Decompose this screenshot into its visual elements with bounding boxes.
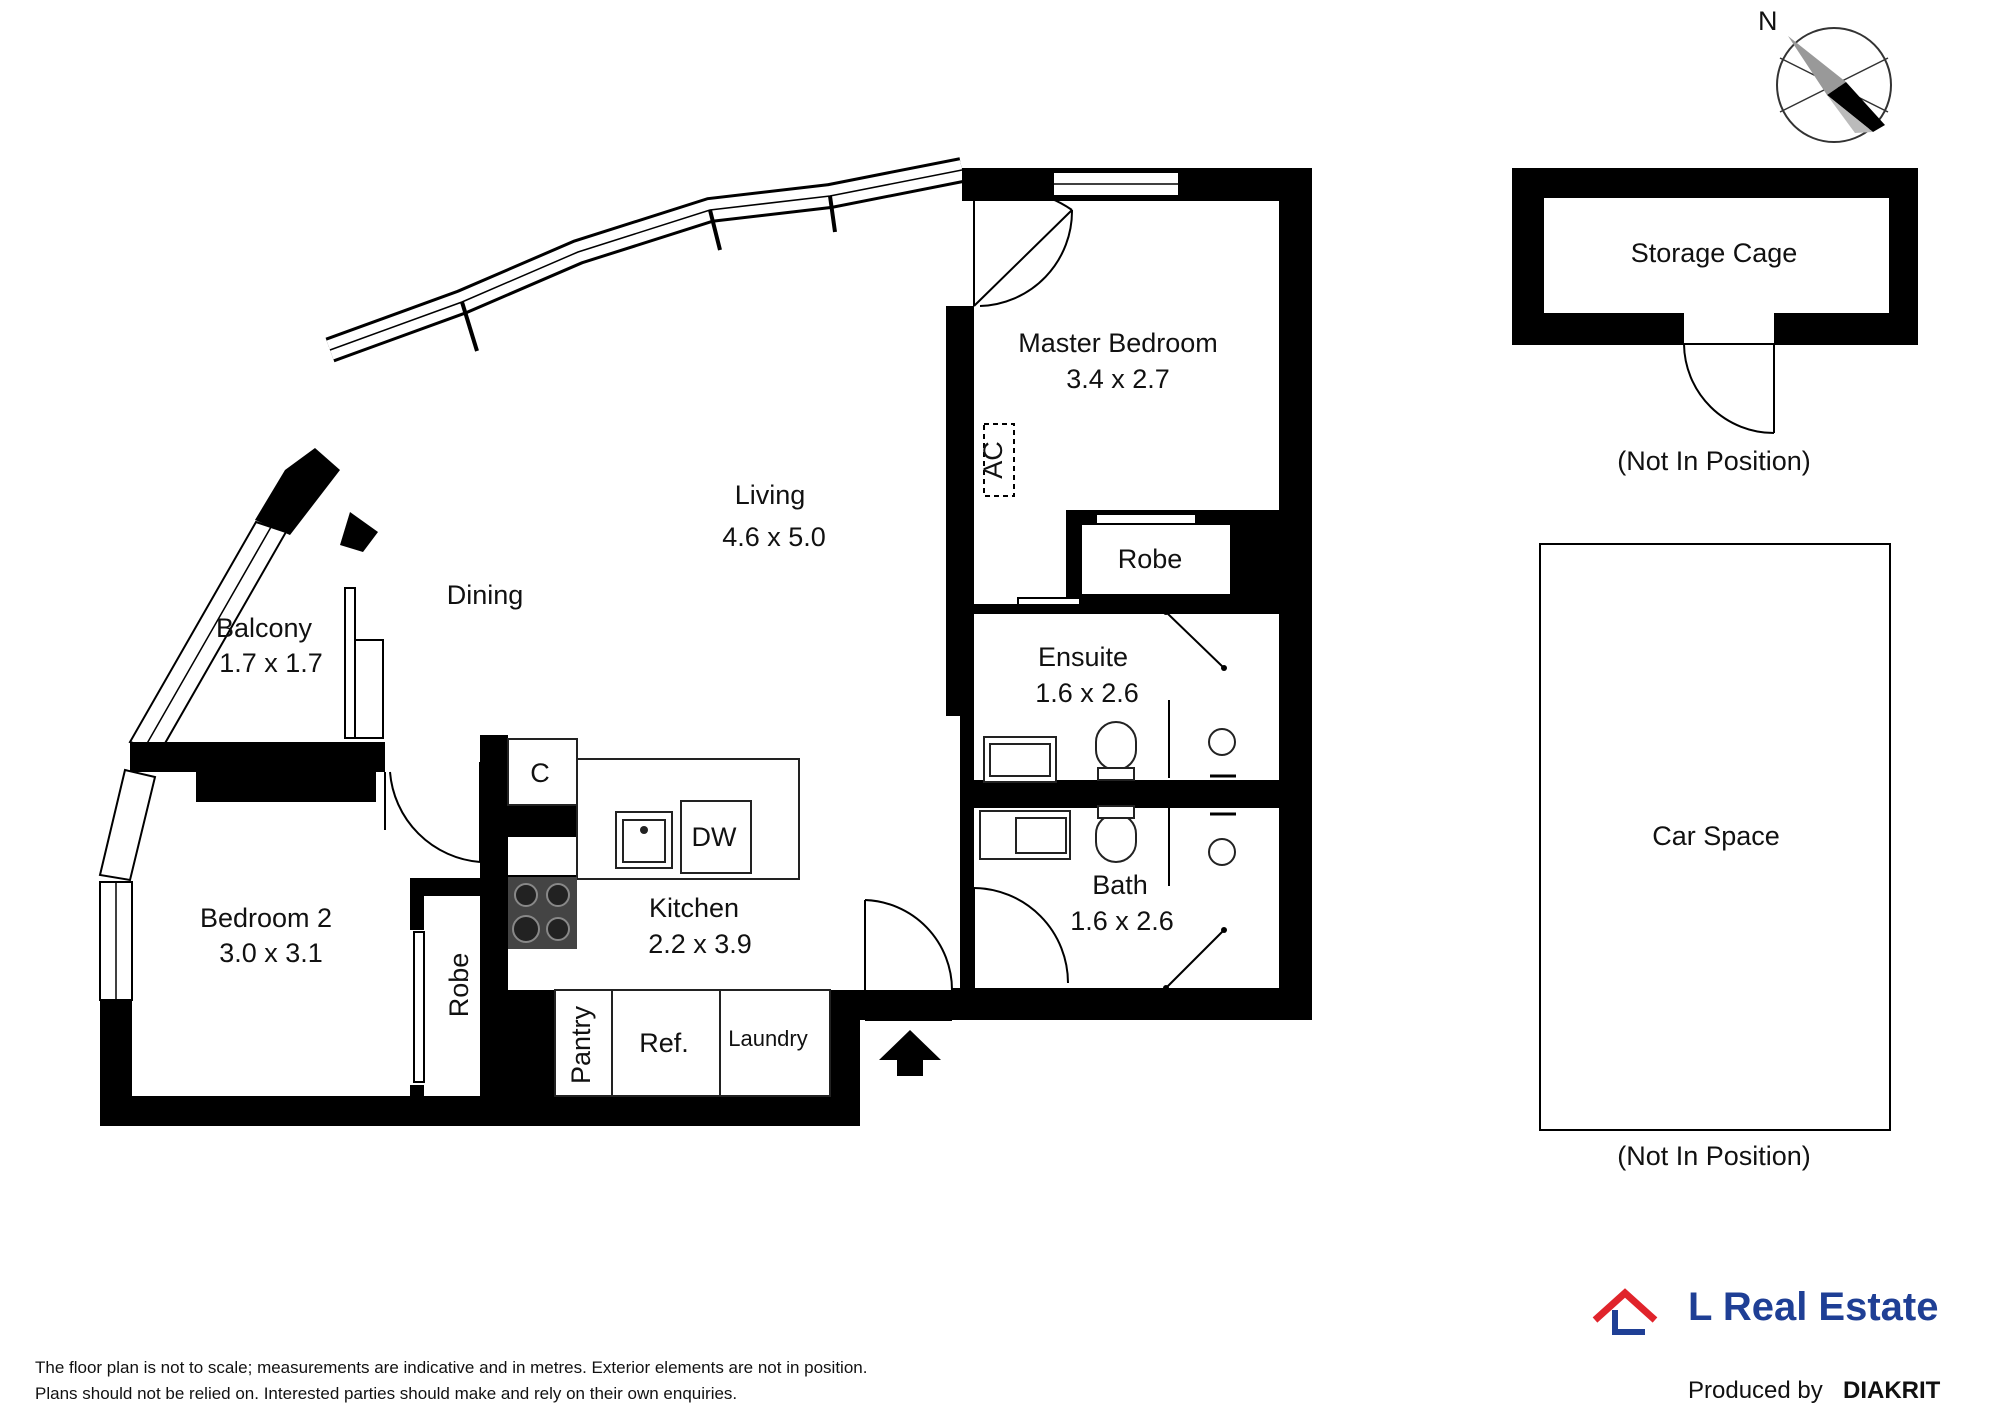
produced-by-label: Produced by <box>1688 1377 1823 1404</box>
ac-unit <box>983 423 1015 497</box>
cupboard-label: C <box>530 758 550 788</box>
room-labels: Master Bedroom 3.4 x 2.7 Living 4.6 x 5.… <box>200 328 1218 968</box>
kitchen-dims: 2.2 x 3.9 <box>648 929 752 959</box>
bathroom-fixtures <box>979 609 1236 991</box>
bedroom2-label: Bedroom 2 <box>200 903 332 933</box>
dining-label: Dining <box>447 580 524 610</box>
laundry-label: Laundry <box>728 1026 808 1051</box>
kitchen-label: Kitchen <box>649 893 739 923</box>
producer-name: DIAKRIT <box>1843 1377 1941 1404</box>
compass-icon: N <box>1758 6 1892 143</box>
storage-cage: Storage Cage (Not In Position) <box>1512 168 1918 476</box>
master-bedroom-label: Master Bedroom <box>1018 328 1218 358</box>
living-dims: 4.6 x 5.0 <box>722 522 826 552</box>
apartment-walls <box>98 157 1312 1126</box>
fixture-labels: Robe AC Robe C DW Pantry Ref. Laundry <box>444 441 1182 1084</box>
bedroom2-robe-label: Robe <box>444 953 474 1018</box>
car-space: Car Space (Not In Position) <box>1539 543 1891 1171</box>
bath-toilet-icon <box>1095 813 1137 863</box>
bath-dims: 1.6 x 2.6 <box>1070 906 1174 936</box>
master-robe-label: Robe <box>1118 544 1183 574</box>
living-label: Living <box>735 480 806 510</box>
kitchen-fixtures <box>507 738 831 1097</box>
pantry-label: Pantry <box>566 1005 596 1084</box>
balcony-label: Balcony <box>216 613 313 643</box>
doors <box>384 189 1074 1021</box>
car-space-label: Car Space <box>1652 821 1780 851</box>
fridge-label: Ref. <box>639 1028 689 1058</box>
ensuite-dims: 1.6 x 2.6 <box>1035 678 1139 708</box>
ensuite-label: Ensuite <box>1038 642 1128 672</box>
entry-arrow-icon <box>879 1030 941 1076</box>
car-space-note: (Not In Position) <box>1617 1141 1811 1171</box>
compass-north-label: N <box>1758 6 1778 36</box>
storage-cage-note: (Not In Position) <box>1617 446 1811 476</box>
house-logo-icon <box>1592 1288 1658 1335</box>
agency-name: L Real Estate <box>1688 1285 1939 1329</box>
bath-label: Bath <box>1092 870 1148 900</box>
disclaimer-line-2: Plans should not be relied on. Intereste… <box>35 1384 737 1403</box>
balcony-dims: 1.7 x 1.7 <box>219 648 323 678</box>
dishwasher-label: DW <box>692 822 737 852</box>
master-bedroom-dims: 3.4 x 2.7 <box>1066 364 1170 394</box>
storage-cage-label: Storage Cage <box>1631 238 1798 268</box>
disclaimer-line-1: The floor plan is not to scale; measurem… <box>35 1358 867 1377</box>
ac-label: AC <box>978 441 1008 479</box>
ensuite-toilet-icon <box>1095 721 1137 771</box>
bedroom2-dims: 3.0 x 3.1 <box>219 938 323 968</box>
